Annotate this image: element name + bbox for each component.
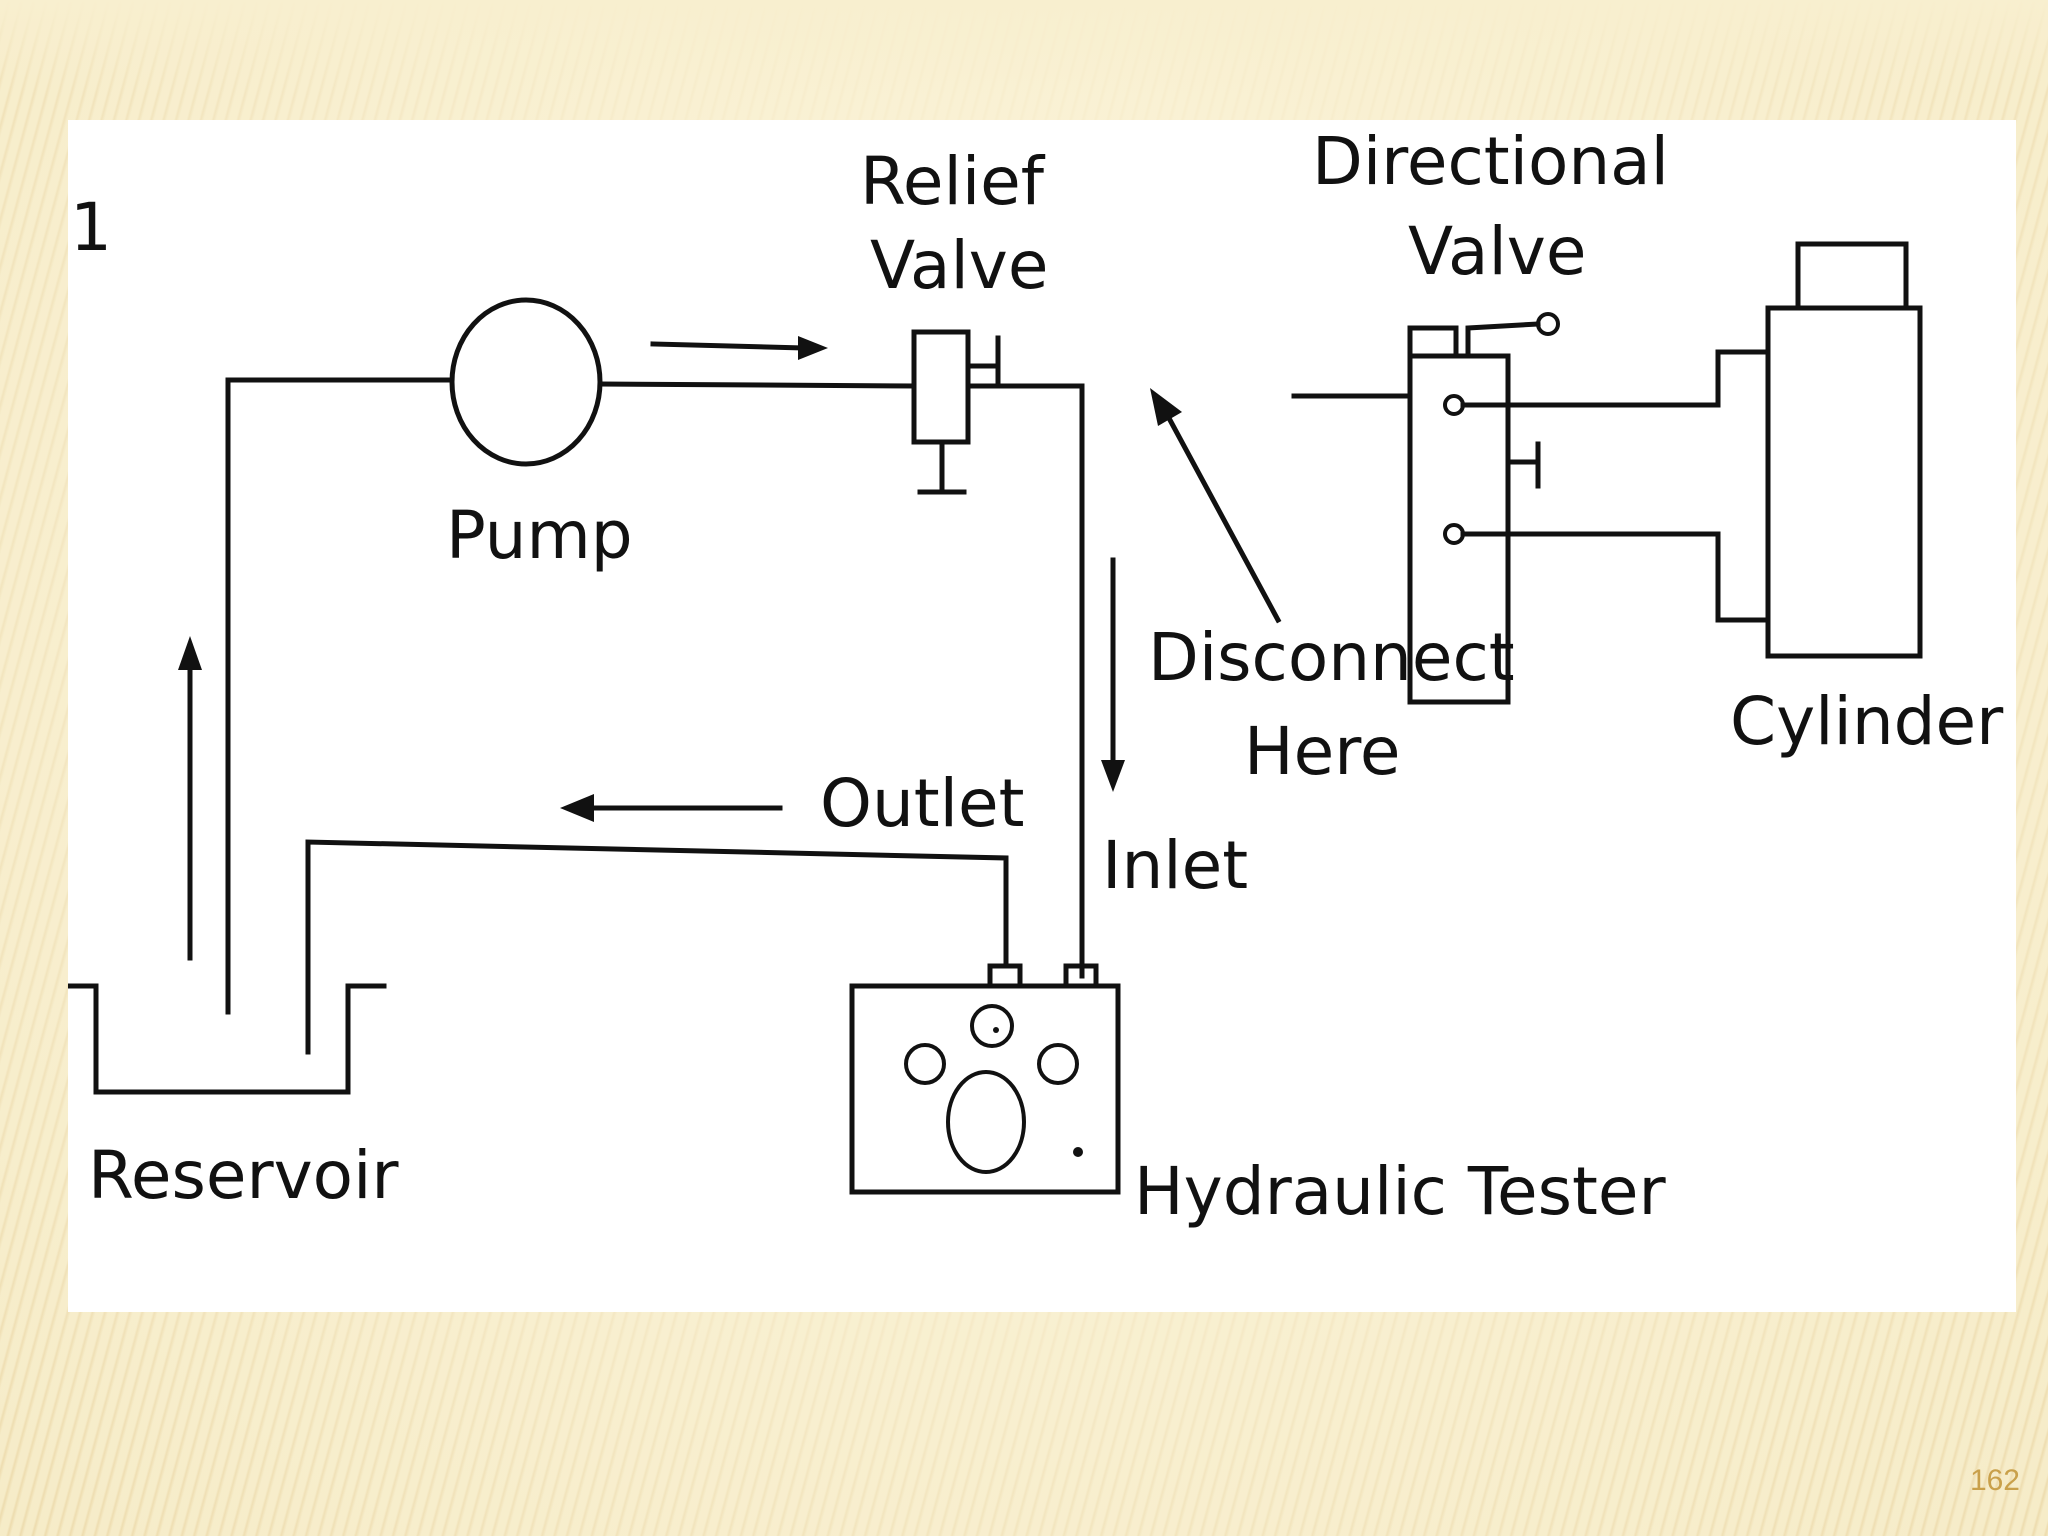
flow-arrow-right-icon <box>650 336 828 360</box>
flow-arrow-down-icon <box>1101 557 1125 792</box>
pump-label: Pump <box>446 497 633 574</box>
cylinder <box>1765 241 1923 659</box>
hydraulic-circuit-diagram: 1 <box>68 120 2016 1312</box>
relief-valve <box>911 329 1085 979</box>
directional-valve <box>1291 312 1560 705</box>
relief-valve-label-line1: Relief <box>860 143 1046 220</box>
outlet-label: Outlet <box>820 765 1024 842</box>
reservoir <box>68 983 387 1095</box>
pump <box>449 297 603 467</box>
hydraulic-tester <box>849 963 1121 1195</box>
hydraulic-tester-label: Hydraulic Tester <box>1134 1153 1667 1230</box>
figure-number: 1 <box>70 189 112 266</box>
reservoir-label: Reservoir <box>88 1137 399 1214</box>
disconnect-label-line2: Here <box>1244 713 1401 790</box>
cylinder-line-b <box>1460 531 1771 623</box>
flow-arrow-left-icon <box>560 794 783 822</box>
disconnect-label-line1: Disconnect <box>1148 619 1515 696</box>
cylinder-line-a <box>1460 349 1771 408</box>
inlet-label: Inlet <box>1102 827 1248 904</box>
flow-arrow-up-icon <box>178 636 202 961</box>
disconnect-pointer-arrow-icon <box>1150 388 1282 624</box>
return-line <box>305 839 1009 1055</box>
diagram-canvas: 1 <box>68 123 2004 1230</box>
slide-top-band <box>0 0 2048 95</box>
slide-page-number: 162 <box>1969 1464 2020 1497</box>
relief-valve-label-line2: Valve <box>870 227 1048 304</box>
directional-valve-label-line1: Directional <box>1312 123 1669 200</box>
directional-valve-label-line2: Valve <box>1408 213 1586 290</box>
pressure-line <box>597 381 917 389</box>
cylinder-label: Cylinder <box>1730 683 2004 760</box>
suction-line <box>225 377 455 1015</box>
